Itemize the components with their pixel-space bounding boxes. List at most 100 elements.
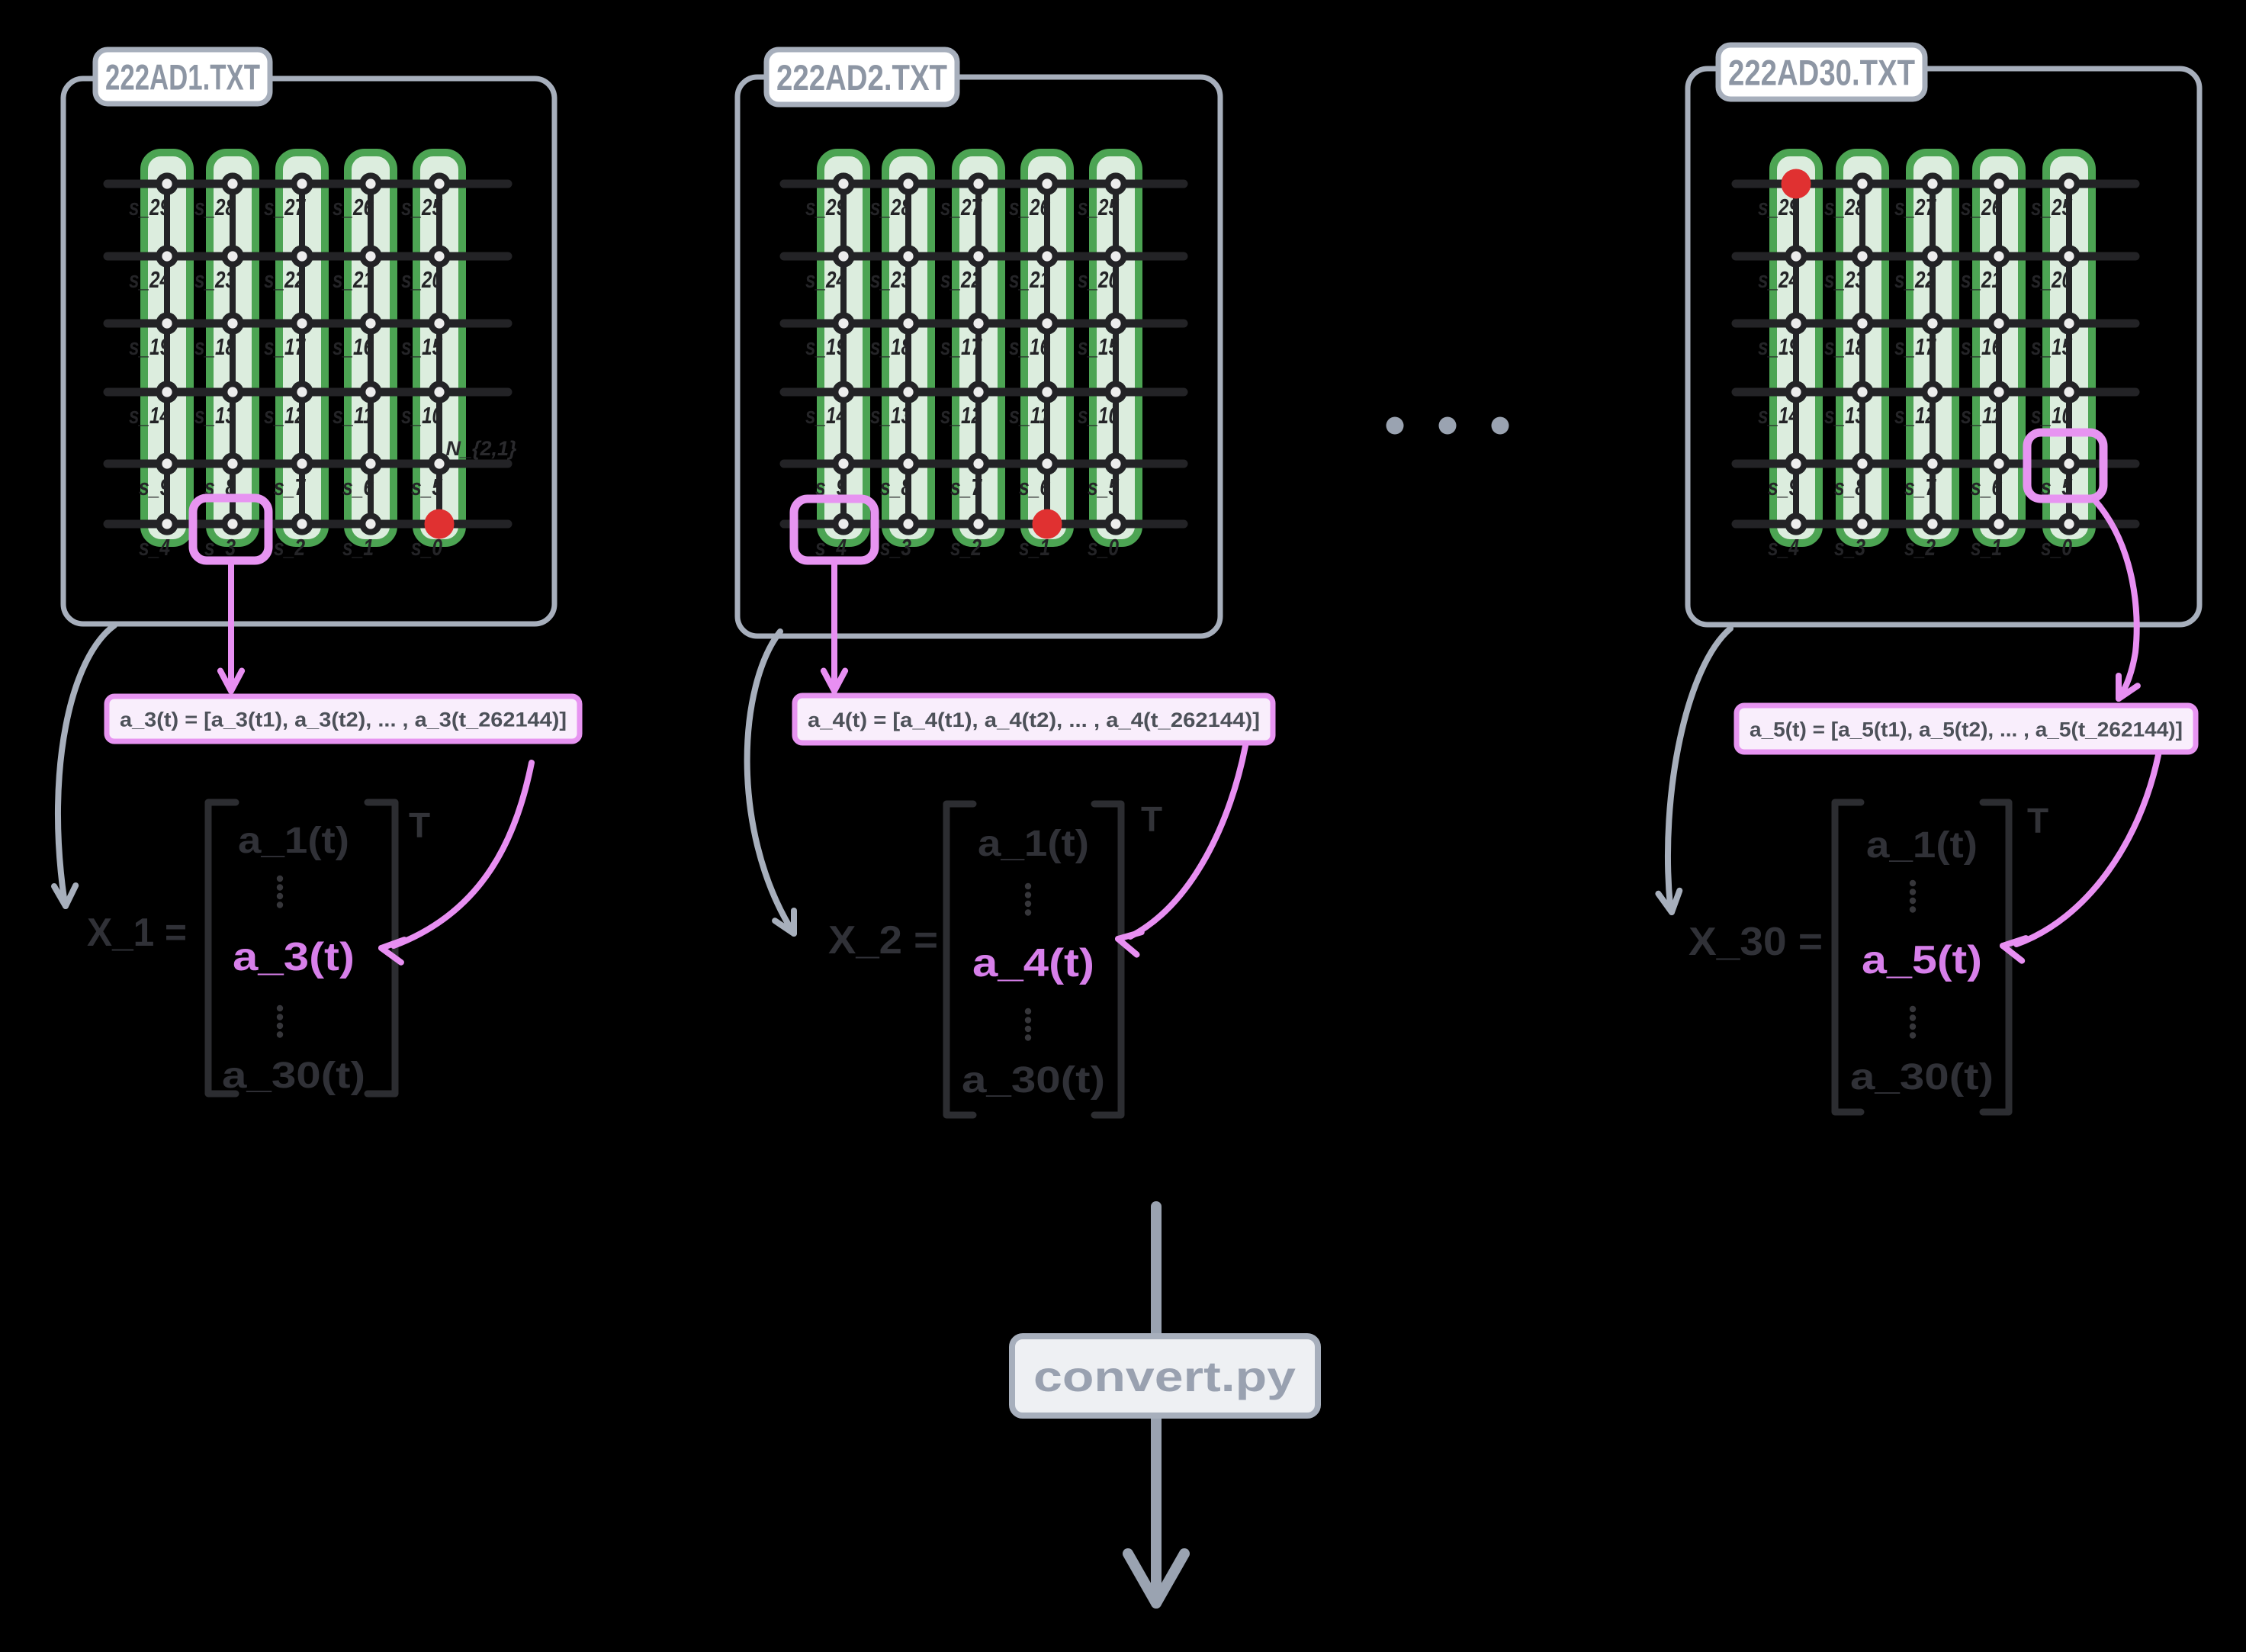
svg-text:s_20: s_20 <box>1078 266 1119 293</box>
svg-text:a_30(t): a_30(t) <box>222 1056 365 1096</box>
svg-text:s_21: s_21 <box>333 266 374 293</box>
svg-text:s_21: s_21 <box>1961 266 2002 293</box>
svg-text:a_30(t): a_30(t) <box>1850 1057 1994 1098</box>
svg-text:s_18: s_18 <box>870 333 912 360</box>
svg-text:s_4: s_4 <box>1768 534 1799 561</box>
svg-text:s_10: s_10 <box>2031 402 2072 429</box>
svg-text:a_1(t): a_1(t) <box>978 824 1089 864</box>
svg-text:s_16: s_16 <box>1009 333 1051 360</box>
svg-text:s_23: s_23 <box>194 266 236 293</box>
svg-text:s_13: s_13 <box>194 402 236 429</box>
svg-text:s_26: s_26 <box>1961 194 2003 220</box>
svg-text:s_7: s_7 <box>950 474 982 500</box>
svg-text:s_22: s_22 <box>264 266 305 293</box>
svg-text:a_30(t): a_30(t) <box>962 1060 1105 1101</box>
svg-text:s_15: s_15 <box>1078 333 1120 360</box>
svg-text:s_14: s_14 <box>129 402 170 429</box>
svg-text:s_5: s_5 <box>1088 474 1120 500</box>
svg-text:a_4(t): a_4(t) <box>972 941 1094 985</box>
svg-text:s_12: s_12 <box>264 402 305 429</box>
svg-text:s_16: s_16 <box>1961 333 2003 360</box>
svg-text:s_26: s_26 <box>333 194 374 220</box>
svg-text:s_10: s_10 <box>401 402 442 429</box>
svg-text:s_0: s_0 <box>2041 534 2072 561</box>
svg-text:222AD30.TXT: 222AD30.TXT <box>1728 53 1915 93</box>
svg-text:s_10: s_10 <box>1078 402 1119 429</box>
svg-text:s_18: s_18 <box>194 333 236 360</box>
svg-text:T: T <box>409 805 430 845</box>
svg-text:s_4: s_4 <box>139 534 170 561</box>
svg-text:s_22: s_22 <box>1894 266 1936 293</box>
svg-text:a_1(t): a_1(t) <box>238 821 349 861</box>
svg-text:s_20: s_20 <box>2031 266 2072 293</box>
svg-text:s_6: s_6 <box>342 474 374 500</box>
svg-text:s_14: s_14 <box>1758 402 1799 429</box>
svg-text:s_6: s_6 <box>1971 474 2003 500</box>
svg-text:s_7: s_7 <box>274 474 306 500</box>
svg-text:s_3: s_3 <box>204 534 236 561</box>
svg-text:s_17: s_17 <box>1894 333 1936 360</box>
svg-text:s_21: s_21 <box>1009 266 1050 293</box>
svg-text:X_2 =: X_2 = <box>828 918 938 963</box>
svg-text:X_30 =: X_30 = <box>1689 920 1823 964</box>
svg-text:a_3(t): a_3(t) <box>233 935 355 979</box>
svg-text:s_20: s_20 <box>401 266 442 293</box>
svg-text:222AD2.TXT: 222AD2.TXT <box>776 57 947 98</box>
svg-text:s_8: s_8 <box>880 474 912 500</box>
svg-text:s_18: s_18 <box>1824 333 1866 360</box>
svg-text:s_11: s_11 <box>333 402 374 429</box>
svg-text:s_11: s_11 <box>1961 402 2002 429</box>
svg-text:s_7: s_7 <box>1904 474 1936 500</box>
svg-text:s_9: s_9 <box>1768 474 1800 500</box>
svg-text:s_17: s_17 <box>940 333 982 360</box>
svg-text:s_14: s_14 <box>805 402 847 429</box>
svg-text:s_1: s_1 <box>1971 534 2002 561</box>
svg-text:s_2: s_2 <box>950 534 982 561</box>
svg-text:T: T <box>2027 801 2048 840</box>
svg-text:s_22: s_22 <box>940 266 982 293</box>
svg-text:s_28: s_28 <box>870 194 912 220</box>
svg-text:s_28: s_28 <box>1824 194 1866 220</box>
svg-text:s_26: s_26 <box>1009 194 1051 220</box>
svg-text:N_{2,1}: N_{2,1} <box>445 437 517 460</box>
svg-text:s_13: s_13 <box>1824 402 1865 429</box>
svg-text:a_5(t): a_5(t) <box>1862 938 1982 982</box>
svg-text:s_28: s_28 <box>194 194 236 220</box>
svg-text:s_15: s_15 <box>2031 333 2073 360</box>
svg-text:s_27: s_27 <box>940 194 982 220</box>
svg-text:s_2: s_2 <box>1904 534 1936 561</box>
svg-text:s_16: s_16 <box>333 333 374 360</box>
svg-text:s_11: s_11 <box>1009 402 1050 429</box>
svg-text:s_23: s_23 <box>1824 266 1865 293</box>
svg-text:s_3: s_3 <box>880 534 911 561</box>
svg-text:s_12: s_12 <box>940 402 982 429</box>
svg-text:s_1: s_1 <box>342 534 374 561</box>
svg-text:s_4: s_4 <box>815 534 847 561</box>
svg-text:a_1(t): a_1(t) <box>1866 825 1978 866</box>
svg-text:222AD1.TXT: 222AD1.TXT <box>105 57 260 98</box>
svg-text:s_29: s_29 <box>805 194 847 220</box>
svg-text:s_19: s_19 <box>1758 333 1800 360</box>
svg-text:s_27: s_27 <box>1894 194 1936 220</box>
svg-text:s_6: s_6 <box>1019 474 1051 500</box>
svg-text:s_25: s_25 <box>2031 194 2073 220</box>
svg-text:s_24: s_24 <box>805 266 847 293</box>
svg-text:s_29: s_29 <box>129 194 171 220</box>
svg-text:s_23: s_23 <box>870 266 911 293</box>
svg-text:s_8: s_8 <box>1834 474 1866 500</box>
svg-text:s_3: s_3 <box>1834 534 1865 561</box>
svg-text:a_3(t) = [a_3(t1), a_3(t2), ..: a_3(t) = [a_3(t1), a_3(t2), ... , a_3(t_… <box>120 709 567 731</box>
svg-text:X_1 =: X_1 = <box>87 911 187 955</box>
svg-text:a_4(t) = [a_4(t1), a_4(t2), ..: a_4(t) = [a_4(t1), a_4(t2), ... , a_4(t_… <box>808 709 1260 731</box>
svg-text:s_19: s_19 <box>805 333 847 360</box>
svg-text:s_2: s_2 <box>274 534 305 561</box>
svg-text:s_0: s_0 <box>1088 534 1119 561</box>
svg-text:a_5(t) = [a_5(t1), a_5(t2), ..: a_5(t) = [a_5(t1), a_5(t2), ... , a_5(t_… <box>1750 718 2183 741</box>
svg-text:s_12: s_12 <box>1894 402 1936 429</box>
svg-text:s_25: s_25 <box>1078 194 1120 220</box>
svg-text:s_9: s_9 <box>139 474 171 500</box>
svg-text:s_19: s_19 <box>129 333 171 360</box>
svg-text:s_24: s_24 <box>1758 266 1799 293</box>
svg-text:s_17: s_17 <box>264 333 306 360</box>
svg-text:convert.py: convert.py <box>1033 1352 1296 1400</box>
